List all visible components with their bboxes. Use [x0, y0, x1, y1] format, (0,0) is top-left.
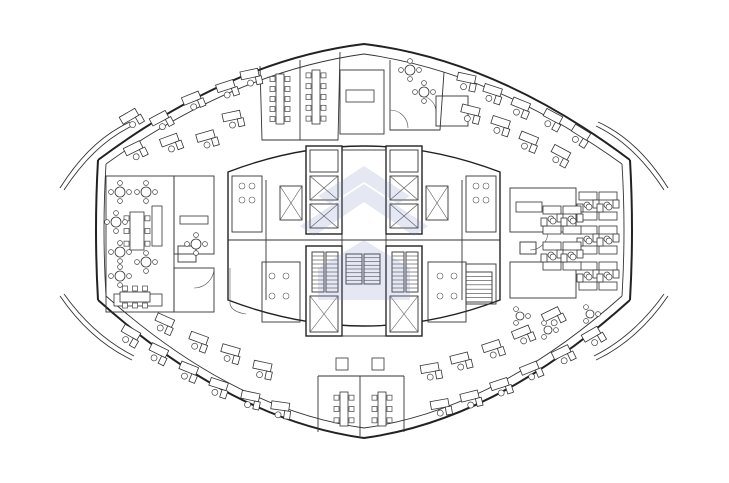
stair-flight: [405, 251, 419, 293]
workstation: [518, 360, 545, 381]
workstations: [118, 67, 620, 420]
workstation: [221, 109, 246, 129]
workstation: [154, 312, 176, 337]
round-tables: [104, 58, 601, 340]
round-table: [108, 240, 132, 264]
conference-table: [269, 73, 291, 125]
workstation: [239, 67, 264, 87]
stair-flight: [325, 251, 339, 293]
round-table: [412, 80, 436, 104]
workstation: [148, 342, 170, 367]
round-table: [398, 58, 422, 82]
workstation: [596, 273, 618, 291]
workstation: [540, 306, 567, 327]
workstation: [270, 400, 292, 420]
workstation: [178, 360, 200, 384]
workstation: [596, 203, 618, 221]
workstation: [560, 253, 582, 271]
workstation-pod: [540, 241, 584, 271]
round-table: [583, 304, 601, 324]
workstation: [540, 217, 562, 235]
workstation: [456, 71, 477, 93]
workstation: [208, 377, 229, 400]
workstation: [481, 339, 507, 359]
workstation: [120, 323, 142, 349]
round-table: [184, 232, 208, 256]
workstation: [596, 237, 618, 255]
workstation: [540, 253, 562, 271]
workstation: [158, 132, 185, 153]
workstation: [240, 389, 261, 411]
workstation: [580, 325, 608, 346]
workstation: [489, 377, 515, 397]
round-table: [104, 210, 128, 234]
conference-tables: [119, 69, 393, 427]
workstation-pod: [576, 261, 620, 291]
conference-table: [305, 69, 327, 125]
watermark-logo: [300, 166, 428, 300]
workstation: [482, 83, 503, 106]
workstation: [252, 359, 273, 381]
round-table: [134, 180, 158, 204]
workstation: [180, 90, 207, 111]
conference-table: [123, 211, 151, 251]
restrooms: [231, 175, 497, 323]
workstation: [570, 123, 592, 149]
workstation: [542, 107, 564, 133]
workstation: [429, 398, 454, 417]
round-table: [541, 320, 559, 340]
workstation: [550, 143, 572, 169]
workstation: [550, 344, 577, 365]
workstation: [215, 79, 241, 99]
conference-table: [371, 391, 393, 427]
stair-flight: [345, 253, 363, 285]
stairwells: [311, 251, 493, 303]
elevator-banks: [279, 149, 449, 333]
workstation: [122, 140, 149, 161]
workstation: [148, 109, 175, 131]
bottom-meeting-rooms: [317, 357, 405, 436]
workstation: [419, 362, 444, 381]
workstation: [220, 343, 241, 366]
workstation: [459, 389, 484, 409]
workstation: [118, 107, 146, 128]
round-table: [108, 264, 132, 288]
workstation-pod: [540, 205, 584, 235]
top-meeting-rooms: [259, 51, 469, 141]
conference-table: [119, 285, 151, 309]
workstation: [510, 324, 537, 345]
workstation: [510, 96, 532, 120]
workstation: [449, 351, 474, 371]
workstation: [460, 103, 481, 125]
workstation: [576, 273, 598, 291]
round-table: [108, 180, 132, 204]
workstation: [490, 115, 511, 138]
stair-flight: [465, 271, 493, 303]
round-table: [134, 250, 158, 274]
stair-flight: [363, 253, 381, 285]
round-table: [513, 306, 531, 326]
workstation: [518, 130, 540, 154]
stair-flight: [311, 251, 325, 293]
workstation: [560, 217, 582, 235]
workstation: [195, 129, 220, 149]
conference-table: [333, 391, 355, 427]
side-glass-fins: [59, 121, 669, 361]
workstation: [188, 330, 210, 354]
stair-flight: [391, 251, 405, 293]
workstation: [542, 241, 564, 259]
